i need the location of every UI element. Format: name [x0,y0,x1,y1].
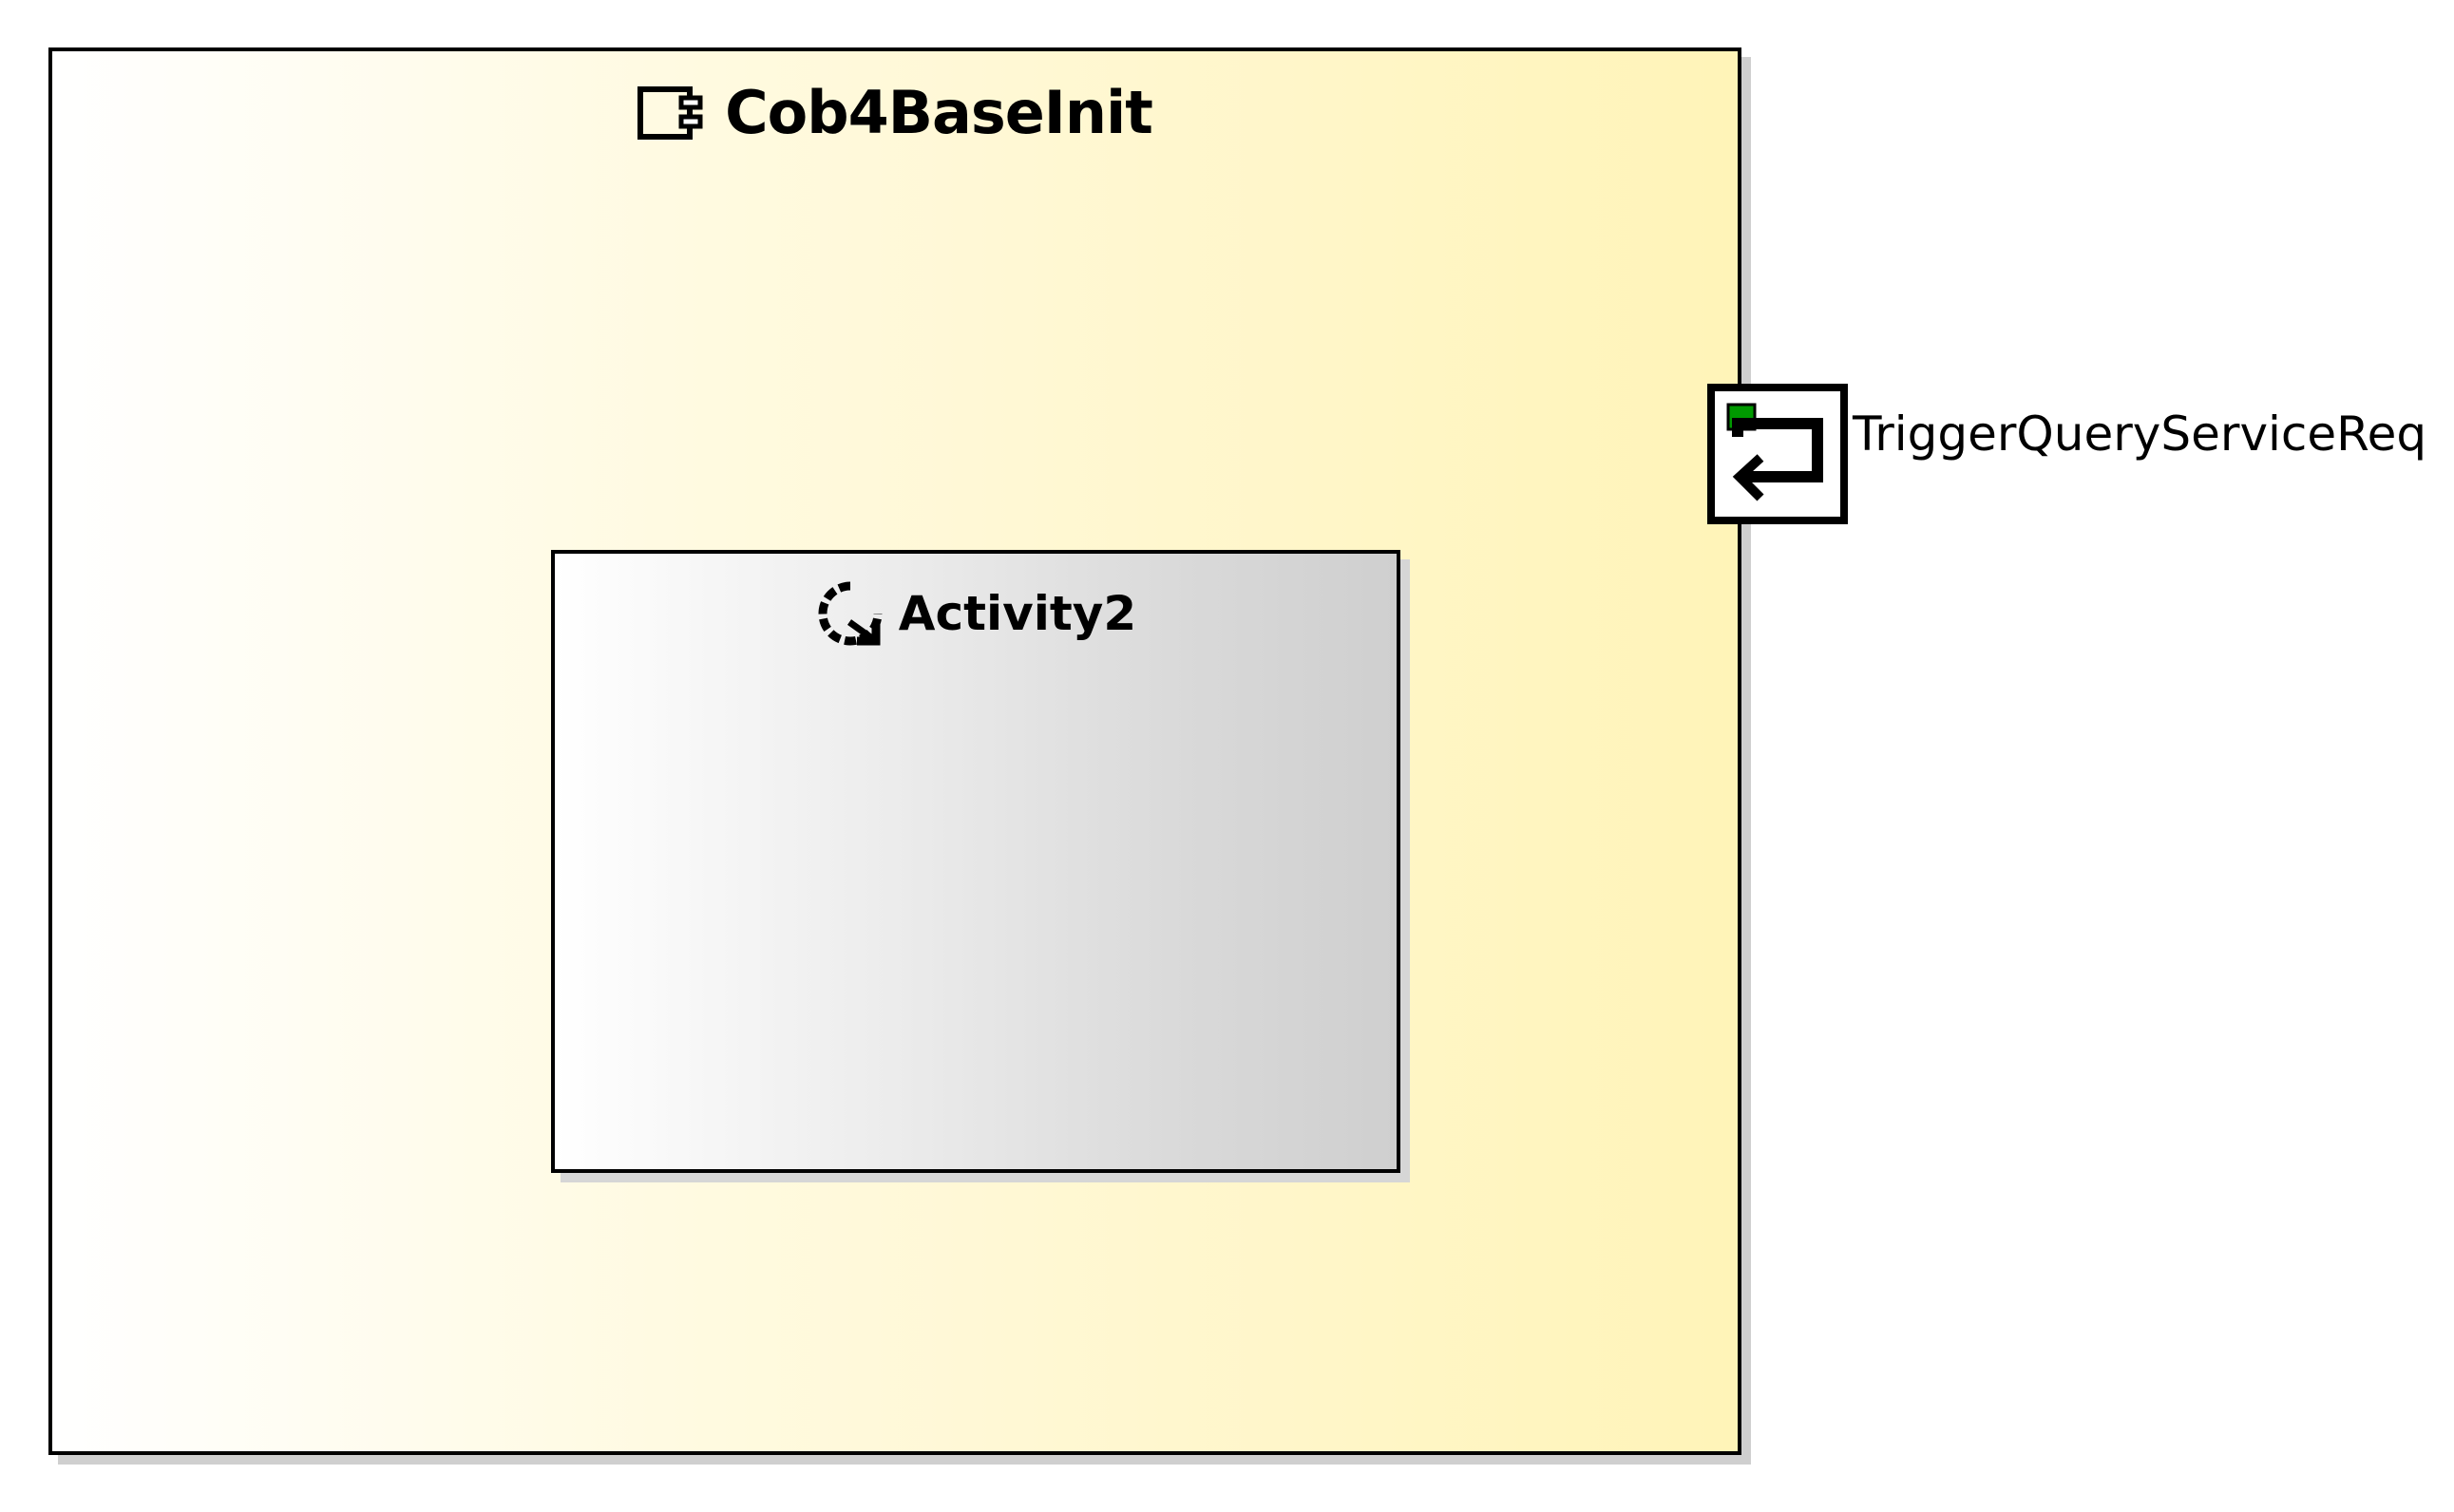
port-label: TriggerQueryServiceReq [1853,406,2427,462]
request-port[interactable] [1707,384,1848,524]
component-title: Cob4BaseInit [725,78,1153,147]
component-header: Cob4BaseInit [52,78,1738,147]
activity-header: Activity2 [555,578,1397,649]
activity-activity2[interactable]: Activity2 [551,550,1400,1173]
component-icon [637,85,704,140]
activity-cycle-icon [815,578,885,649]
component-cob4baseinit[interactable]: Cob4BaseInit Activity2 [48,47,1741,1455]
request-port-icon [1726,403,1823,501]
activity-title: Activity2 [898,586,1137,641]
